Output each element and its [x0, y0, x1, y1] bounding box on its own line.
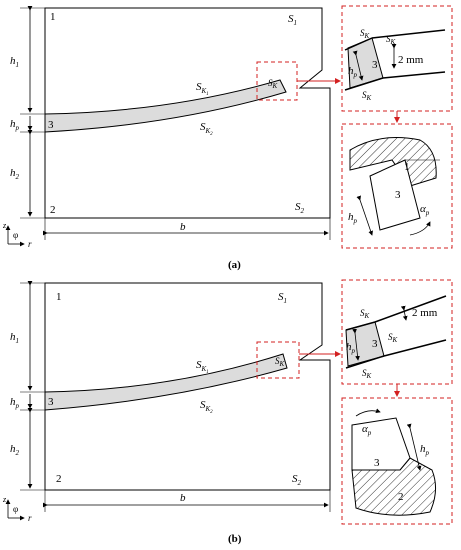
region-2-a: 2 [50, 204, 56, 216]
surface-s2-a: S2 [295, 201, 305, 215]
surface-sk1-a: SK1 [196, 81, 209, 97]
svg-text:SK: SK [362, 90, 372, 102]
inset-bottom-a-content: hp 3 1 αp [348, 137, 440, 236]
dim-hp-label-a: hp [10, 118, 20, 132]
caption-b: (b) [228, 533, 242, 545]
svg-text:SK: SK [360, 28, 370, 40]
dim-b-label-a: b [180, 221, 186, 233]
svg-text:φ: φ [13, 230, 18, 240]
svg-text:r: r [28, 513, 32, 523]
svg-text:z: z [2, 495, 7, 504]
svg-text:2 mm: 2 mm [398, 54, 424, 66]
coord-axes-b: z r φ [2, 495, 32, 523]
inset-top-b-content: hp 3 2 mm SK SK SK [345, 295, 447, 380]
region-2-b: 2 [56, 473, 62, 485]
svg-text:z: z [2, 221, 7, 230]
surface-s1-b: S1 [278, 291, 287, 305]
surface-sk2-small-b: SK [275, 356, 285, 368]
dim-hp-label-b: hp [10, 396, 20, 410]
caption-a: (a) [228, 259, 241, 271]
surface-sk2-b: SK2 [200, 399, 213, 415]
svg-text:hp: hp [348, 211, 358, 225]
dim-h1-label-a: h1 [10, 55, 19, 69]
svg-text:hp: hp [346, 341, 356, 355]
region-1-a: 1 [50, 11, 56, 23]
svg-text:3: 3 [374, 457, 380, 469]
dim-h2-label-a: h2 [10, 167, 20, 181]
interlayer-band-b [44, 353, 288, 411]
svg-text:SK: SK [388, 332, 398, 344]
svg-text:SK: SK [386, 34, 396, 46]
region-3-a: 3 [48, 119, 54, 131]
dim-b-label-b: b [180, 492, 186, 504]
surface-sk2-small-a: SK [268, 78, 278, 90]
zoom-box-b [256, 341, 300, 379]
inset-top-a-content: hp 3 2 mm SK SK SK [344, 28, 446, 102]
interlayer-band-a [44, 79, 287, 133]
body-outline-b [44, 282, 331, 491]
region-1-b: 1 [56, 291, 62, 303]
coord-axes-a: z r φ [2, 221, 32, 249]
svg-text:2: 2 [398, 491, 404, 503]
surface-s2-b: S2 [292, 473, 302, 487]
surface-s1-a: S1 [288, 13, 297, 27]
svg-text:αp: αp [362, 423, 372, 437]
surface-sk1-b: SK1 [196, 359, 209, 375]
inset-bottom-b-content: hp 3 2 αp [351, 408, 436, 516]
inset-bottom-a [341, 123, 453, 249]
svg-text:hp: hp [348, 65, 358, 79]
region-3-b: 3 [48, 396, 54, 408]
inset-bottom-b [341, 397, 453, 525]
body-outline-a [44, 7, 331, 219]
dim-h1-label-b: h1 [10, 331, 19, 345]
svg-text:hp: hp [420, 443, 430, 457]
svg-text:r: r [28, 239, 32, 249]
panel-b: h1 hp h2 b 1 2 3 S1 S2 SK1 SK2 SK z r φ [2, 279, 453, 545]
svg-text:1: 1 [404, 161, 410, 173]
svg-text:3: 3 [372, 59, 378, 71]
svg-text:2 mm: 2 mm [412, 307, 438, 319]
svg-text:SK: SK [360, 308, 370, 320]
svg-text:SK: SK [362, 368, 372, 380]
panel-a: h1 hp h2 b 1 2 3 S1 S2 SK1 SK2 SK z r φ [2, 5, 453, 271]
svg-text:3: 3 [372, 338, 378, 350]
surface-sk2-a: SK2 [200, 121, 213, 137]
dim-h2-label-b: h2 [10, 443, 20, 457]
svg-text:αp: αp [420, 203, 430, 217]
svg-text:φ: φ [13, 504, 18, 514]
svg-text:3: 3 [395, 189, 401, 201]
